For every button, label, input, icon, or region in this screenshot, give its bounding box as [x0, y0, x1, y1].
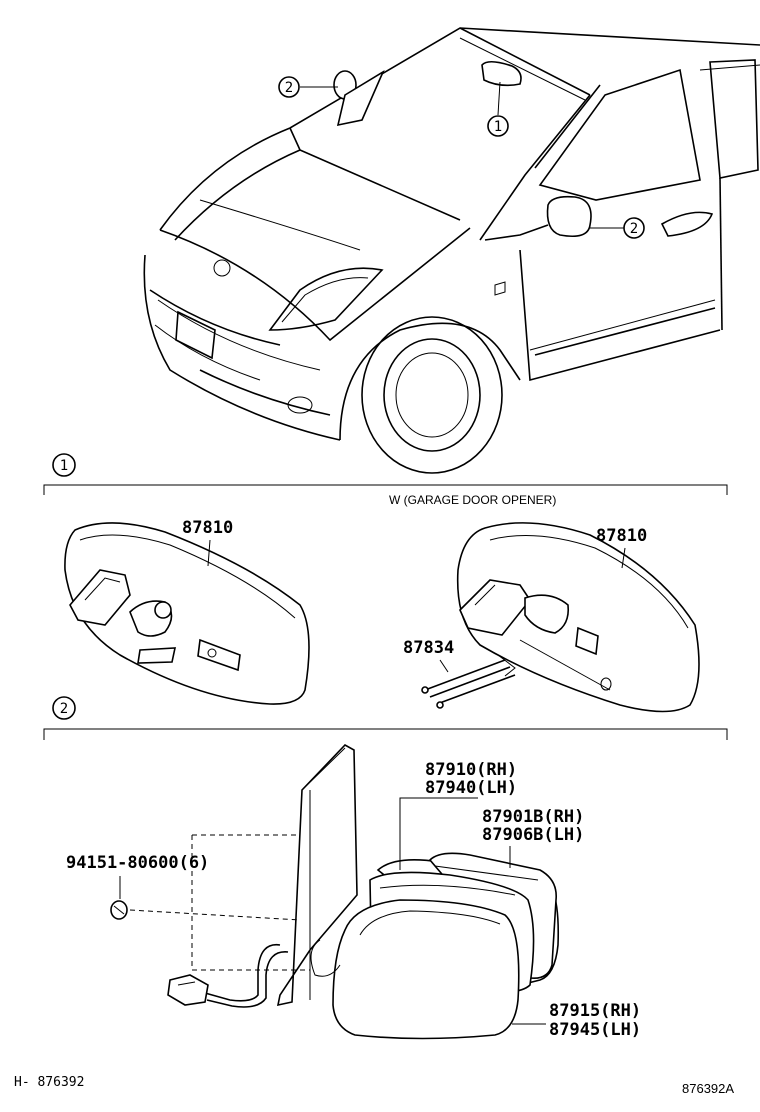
leader-87834: [439, 659, 449, 673]
clip-87834: [421, 654, 516, 709]
leader-87810-right: [621, 547, 626, 569]
part-87906b-lh: 87906B(LH): [482, 825, 584, 845]
part-87810-right: 87810: [596, 526, 647, 546]
leader-87910: [399, 797, 478, 870]
section-1-frame: [43, 484, 728, 495]
callout-2-car-right: 2: [623, 217, 645, 239]
section-1-marker: 1: [52, 453, 76, 477]
footer-left-code: H- 876392: [14, 1075, 84, 1090]
part-87915-rh: 87915(RH): [549, 1001, 641, 1021]
car-illustration: [143, 27, 760, 474]
part-87940-lh: 87940(LH): [425, 778, 517, 798]
section-2-frame: [43, 728, 728, 740]
footer-right-code: 876392A: [682, 1081, 734, 1096]
svg-text:2: 2: [630, 221, 638, 237]
rear-view-mirror-left: [64, 522, 310, 705]
dash-screw-mid: [129, 909, 301, 921]
part-87901b-rh: 87901B(RH): [482, 807, 584, 827]
part-87834: 87834: [403, 638, 454, 658]
svg-text:2: 2: [60, 701, 68, 717]
part-87945-lh: 87945(LH): [549, 1020, 641, 1040]
part-94151-80600: 94151-80600(6): [66, 853, 209, 873]
callout-2-car-left: 2: [278, 76, 300, 98]
part-87810-left: 87810: [182, 518, 233, 538]
outside-mirror-assembly: [167, 744, 560, 1040]
svg-text:1: 1: [60, 458, 68, 474]
screw-94151: [110, 900, 128, 920]
leader-87810-left: [207, 539, 211, 567]
svg-text:1: 1: [494, 119, 502, 135]
svg-text:2: 2: [285, 80, 293, 96]
part-87910-rh: 87910(RH): [425, 760, 517, 780]
section-2-marker: 2: [52, 696, 76, 720]
variant-label: W (GARAGE DOOR OPENER): [389, 493, 556, 507]
callout-1-car: 1: [487, 115, 509, 137]
rear-view-mirror-right: [456, 522, 700, 713]
